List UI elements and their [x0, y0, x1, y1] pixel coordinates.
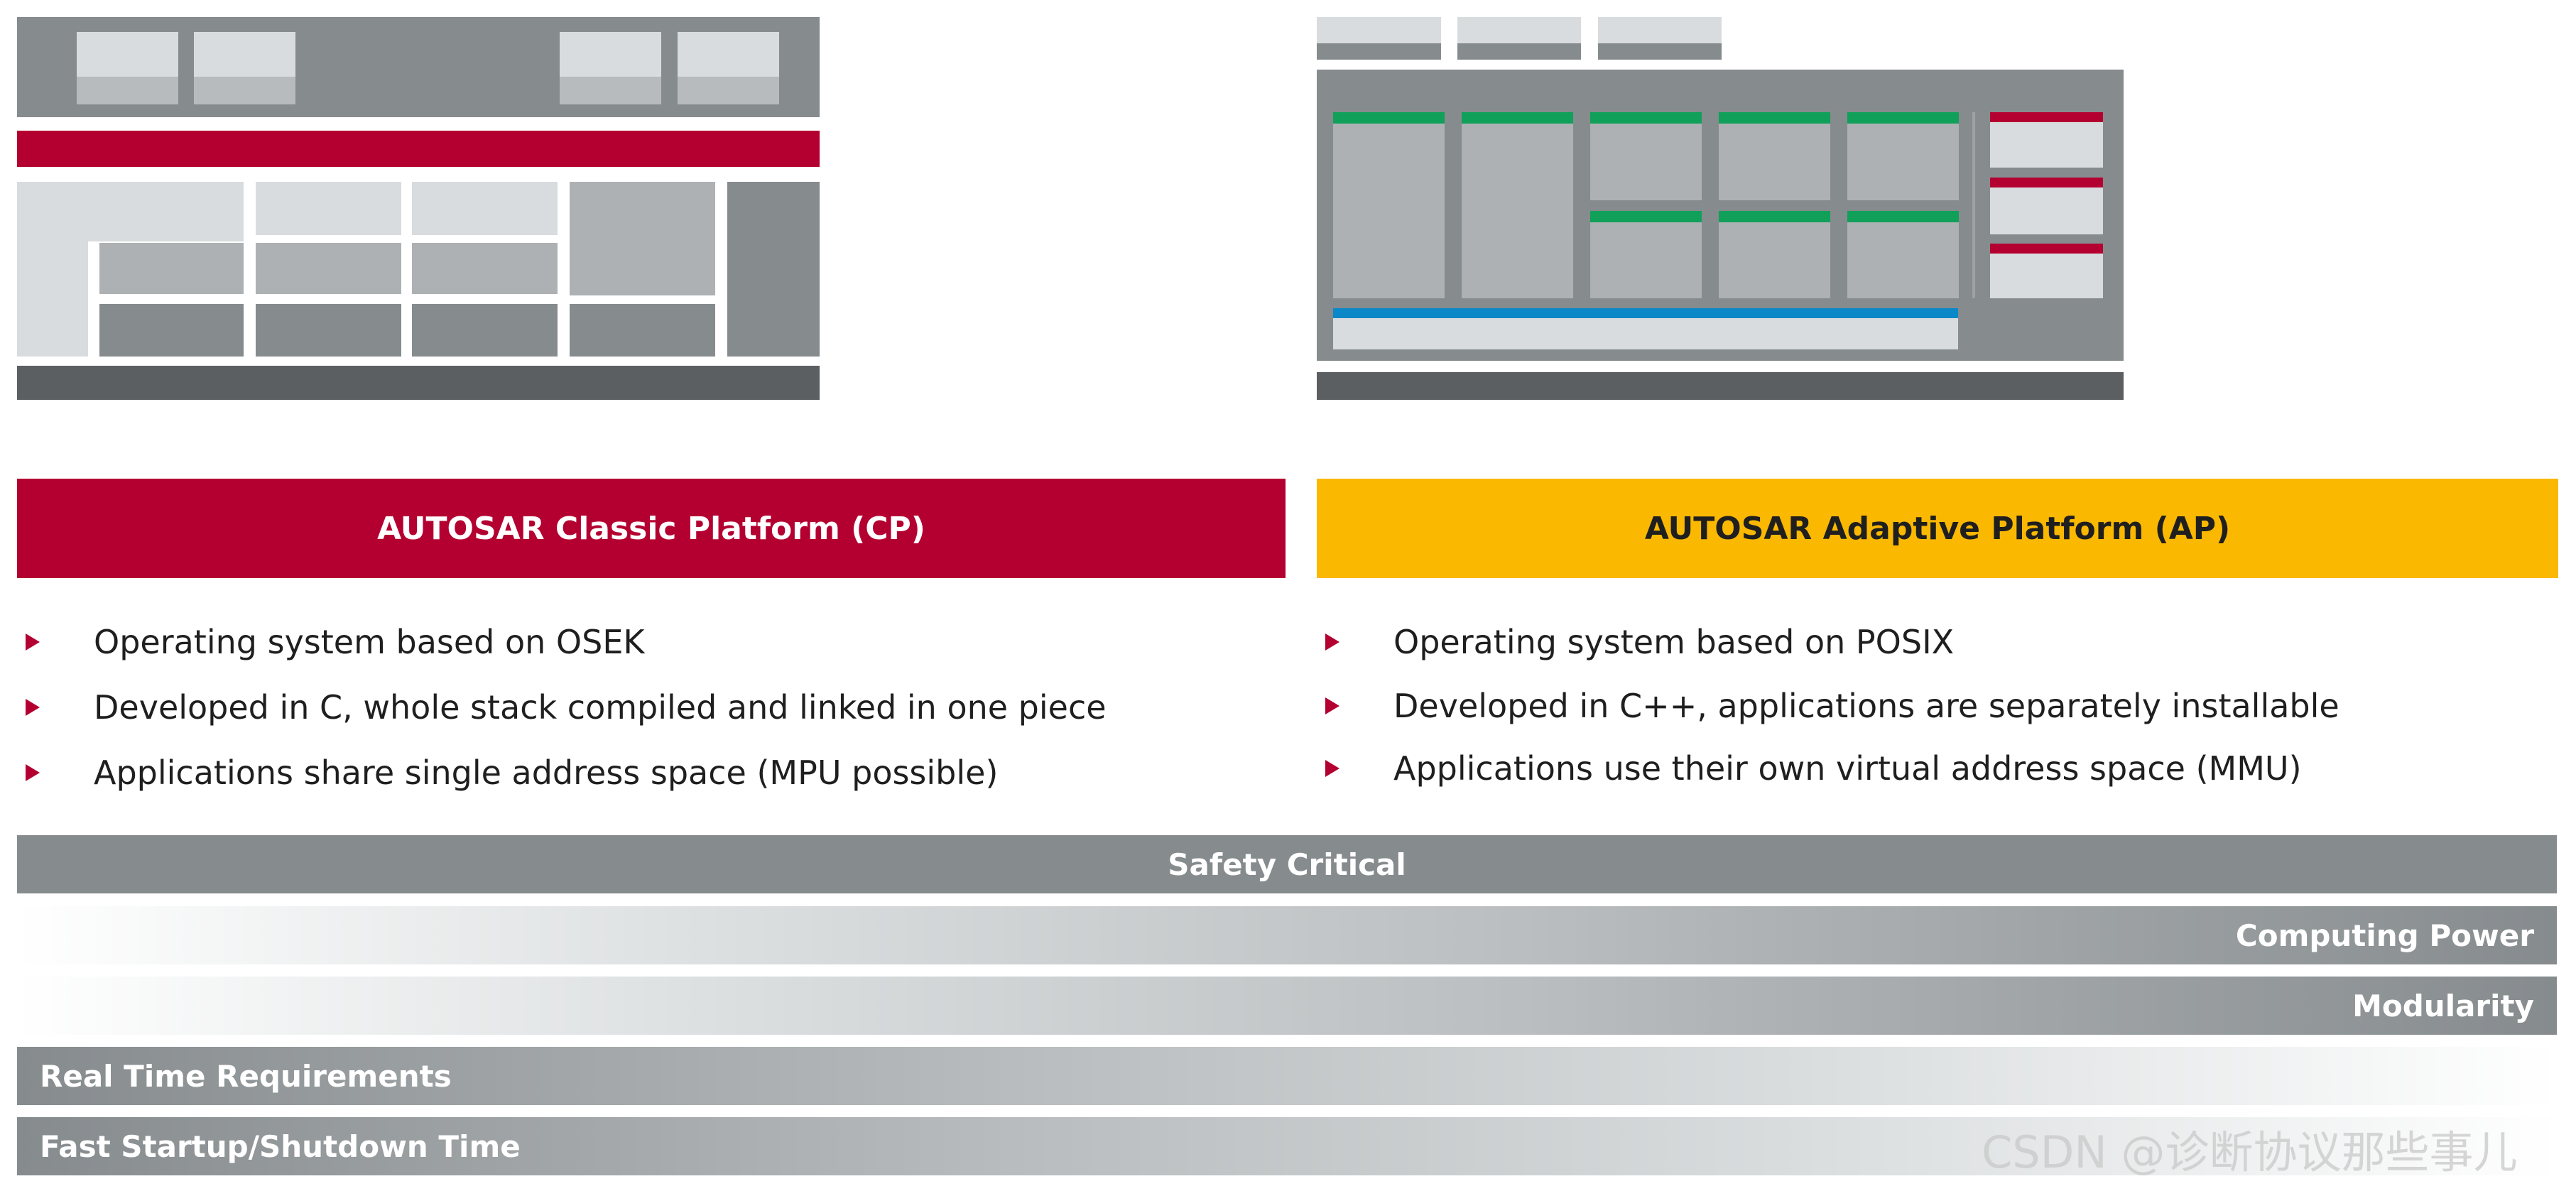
classic-bullet: Operating system based on OSEK [26, 621, 645, 663]
classic-bullet-text: Applications share single address space … [94, 754, 999, 792]
classic-bullet-text: Developed in C, whole stack compiled and… [94, 688, 1107, 727]
ap-application [1590, 112, 1702, 200]
adaptive-bullet: Developed in C++, applications are separ… [1325, 685, 2339, 727]
cp-complex-driver [570, 182, 715, 295]
cp-complex-driver-side [727, 182, 820, 357]
ap-platform-service [1990, 112, 2103, 168]
characteristic-label: Computing Power [2235, 918, 2534, 953]
cp-app-swc [194, 32, 295, 104]
characteristic-label: Modularity [2352, 988, 2534, 1023]
cp-app-swc [678, 32, 779, 104]
bullet-triangle-icon [26, 764, 40, 781]
characteristic-label: Fast Startup/Shutdown Time [40, 1129, 521, 1164]
cp-service-layer [17, 182, 88, 357]
csdn-watermark: CSDN @诊断协议那些事儿 [1982, 1126, 2518, 1178]
ap-application [1847, 112, 1959, 200]
ap-application [1462, 112, 1573, 298]
ap-hardware-layer [1317, 372, 2124, 400]
cp-service-module [256, 182, 401, 235]
adaptive-bullet-text: Operating system based on POSIX [1393, 623, 1955, 661]
characteristic-label: Real Time Requirements [40, 1058, 452, 1094]
adaptive-platform-title: AUTOSAR Adaptive Platform (AP) [1644, 510, 2231, 547]
bullet-triangle-icon [1325, 697, 1339, 714]
ap-external-app [1457, 17, 1581, 60]
cp-ecu-abstraction [412, 243, 558, 294]
ap-application [1847, 211, 1959, 298]
ap-platform-service [1990, 178, 2103, 234]
ap-divider [1972, 112, 1975, 298]
cp-app-swc [77, 32, 178, 104]
cp-service-module [412, 182, 558, 235]
classic-bullet: Developed in C, whole stack compiled and… [26, 686, 1107, 729]
ap-application [1719, 211, 1830, 298]
computing-power-bar: Computing Power [17, 906, 2557, 964]
ap-ara-com-bar [1333, 308, 1958, 349]
bullet-triangle-icon [1325, 633, 1339, 651]
ap-application [1333, 112, 1445, 298]
characteristic-label: Safety Critical [1168, 847, 1406, 882]
ap-external-app [1598, 17, 1722, 60]
adaptive-bullet: Operating system based on POSIX [1325, 621, 1954, 663]
adaptive-bullet: Applications use their own virtual addre… [1325, 747, 2302, 790]
fast-startup-shutdown-bar: Fast Startup/Shutdown Time [17, 1117, 2557, 1175]
ap-external-app [1317, 17, 1441, 60]
ap-platform-service [1990, 244, 2103, 298]
adaptive-bullet-text: Developed in C++, applications are separ… [1393, 687, 2339, 725]
cp-ecu-abstraction [99, 243, 244, 294]
adaptive-bullet-text: Applications use their own virtual addre… [1393, 749, 2302, 788]
bullet-triangle-icon [26, 699, 40, 716]
cp-rte-bar [17, 131, 820, 167]
adaptive-platform-header: AUTOSAR Adaptive Platform (AP) [1317, 479, 2558, 578]
ap-application [1590, 211, 1702, 298]
ap-application [1719, 112, 1830, 200]
safety-critical-bar: Safety Critical [17, 835, 2557, 893]
classic-bullet: Applications share single address space … [26, 751, 998, 794]
cp-hardware-layer [17, 366, 820, 400]
classic-platform-header: AUTOSAR Classic Platform (CP) [17, 479, 1286, 578]
cp-ecu-abstraction [256, 243, 401, 294]
cp-mcal-module [570, 304, 715, 357]
cp-mcal-module [412, 304, 558, 357]
classic-bullet-text: Operating system based on OSEK [94, 623, 645, 661]
real-time-requirements-bar: Real Time Requirements [17, 1047, 2557, 1105]
bullet-triangle-icon [1325, 760, 1339, 777]
bullet-triangle-icon [26, 633, 40, 651]
classic-platform-title: AUTOSAR Classic Platform (CP) [377, 510, 925, 547]
cp-app-swc [560, 32, 661, 104]
cp-mcal-module [99, 304, 244, 357]
modularity-bar: Modularity [17, 977, 2557, 1035]
cp-mcal-module [256, 304, 401, 357]
